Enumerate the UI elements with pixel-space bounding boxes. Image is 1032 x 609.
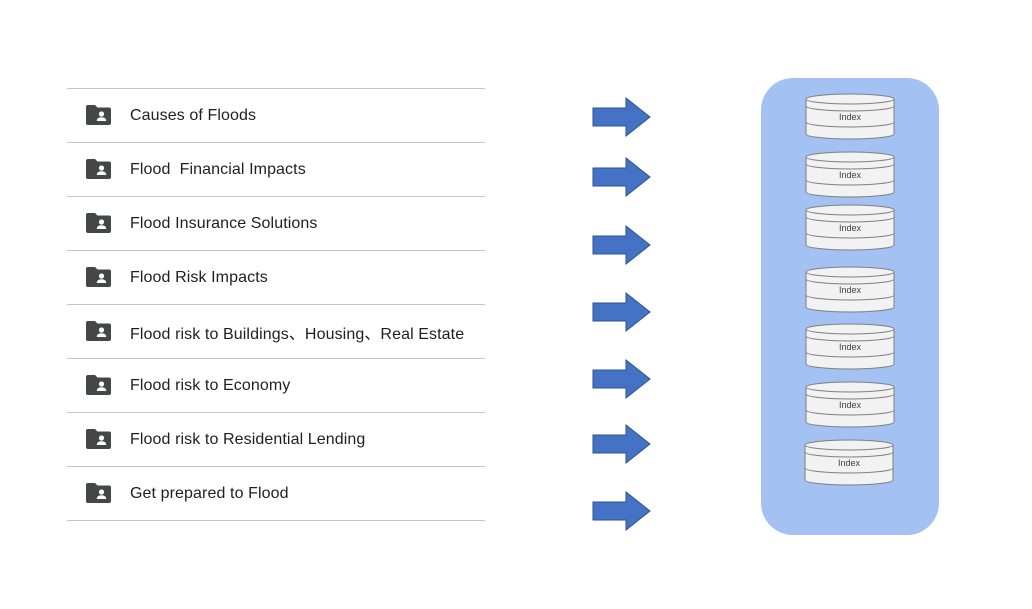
index-panel: Index Index Index Index Index Index Inde… [761, 78, 939, 535]
right-arrow-icon [592, 97, 651, 137]
shared-folder-icon [86, 483, 111, 503]
index-database-icon: Index [805, 381, 895, 429]
folder-row-flood-risk-economy[interactable]: Flood risk to Economy [67, 358, 485, 412]
folder-row-flood-insurance-solutions[interactable]: Flood Insurance Solutions [67, 196, 485, 250]
index-database-icon: Index [805, 266, 895, 314]
shared-folder-icon [86, 375, 111, 395]
folder-row-flood-risk-buildings[interactable]: Flood risk to Buildings、Housing、Real Est… [67, 304, 485, 358]
index-label: Index [838, 223, 862, 233]
right-arrow-icon [592, 359, 651, 399]
index-database-icon: Index [805, 323, 895, 371]
index-label: Index [837, 458, 861, 468]
index-label: Index [838, 285, 862, 295]
shared-folder-icon [86, 105, 111, 125]
folder-label: Flood Financial Impacts [130, 160, 306, 178]
index-label: Index [838, 112, 862, 122]
folder-label: Flood risk to Residential Lending [130, 430, 366, 448]
index-database-icon: Index [805, 204, 895, 252]
shared-folder-icon [86, 213, 111, 233]
right-arrow-icon [592, 292, 651, 332]
shared-folder-icon [86, 429, 111, 449]
shared-folder-icon [86, 267, 111, 287]
folder-row-flood-risk-impacts[interactable]: Flood Risk Impacts [67, 250, 485, 304]
index-label: Index [838, 400, 862, 410]
index-database-icon: Index [805, 151, 895, 199]
shared-folder-icon [86, 321, 111, 341]
folder-label: Get prepared to Flood [130, 484, 289, 502]
folder-label: Flood Risk Impacts [130, 268, 268, 286]
right-arrow-icon [592, 157, 651, 197]
index-database-icon: Index [805, 93, 895, 141]
folder-row-flood-financial-impacts[interactable]: Flood Financial Impacts [67, 142, 485, 196]
folder-label: Causes of Floods [130, 106, 257, 124]
index-label: Index [838, 342, 862, 352]
right-arrow-icon [592, 225, 651, 265]
folder-label: Flood risk to Economy [130, 376, 291, 394]
shared-folder-icon [86, 159, 111, 179]
folder-row-causes-of-floods[interactable]: Causes of Floods [67, 88, 485, 142]
folder-label: Flood Insurance Solutions [130, 214, 318, 232]
index-label: Index [838, 170, 862, 180]
folder-row-flood-risk-residential-lending[interactable]: Flood risk to Residential Lending [67, 412, 485, 466]
right-arrow-icon [592, 424, 651, 464]
index-database-icon: Index [804, 439, 894, 487]
folder-row-get-prepared[interactable]: Get prepared to Flood [67, 466, 485, 521]
folder-label: Flood risk to Buildings、Housing、Real Est… [130, 325, 465, 343]
right-arrow-icon [592, 491, 651, 531]
folder-list: Causes of Floods Flood Financial Impacts… [67, 88, 485, 521]
